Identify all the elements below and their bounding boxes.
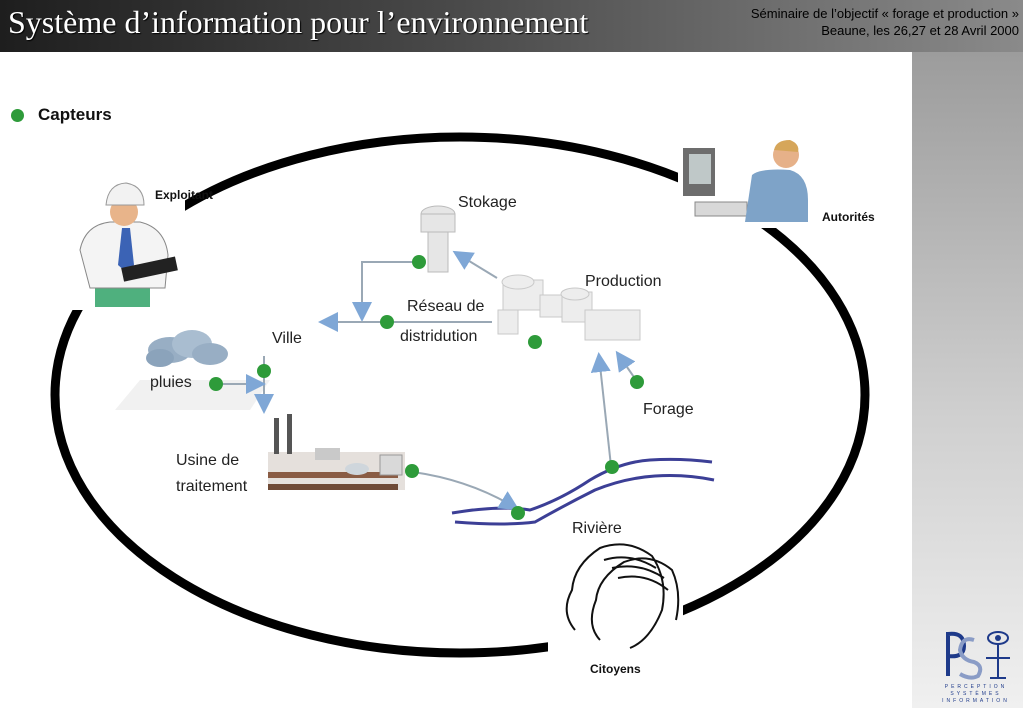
- sensor-pluies: [209, 377, 223, 391]
- citoyens-figure: [565, 543, 680, 649]
- storage-tower: [420, 205, 456, 273]
- ville-label: Ville: [272, 330, 302, 347]
- logo-word-2: SYSTÈMES: [950, 691, 1002, 697]
- stokage-label: Stokage: [458, 194, 517, 211]
- sensor-points: [209, 255, 644, 520]
- rain-cloud: [115, 330, 270, 410]
- title-bar: Système d’information pour l’environneme…: [0, 0, 1023, 52]
- psi-logo-mark: [946, 631, 1010, 680]
- exploitant-label: Exploitant: [155, 188, 214, 202]
- right-gradient-panel: [912, 52, 1023, 708]
- sensor-legend-dot: [11, 109, 24, 122]
- sensor-stokage: [412, 255, 426, 269]
- sensor-usine: [405, 464, 419, 478]
- river: [451, 457, 715, 526]
- riviere-label: Rivière: [572, 520, 622, 537]
- subtitle-line-2: Beaune, les 26,27 et 28 Avril 2000: [821, 23, 1019, 38]
- sensor-riviere-1: [511, 506, 525, 520]
- citoyens-label: Citoyens: [590, 662, 641, 676]
- slide-subtitle: Séminaire de l’objectif « forage et prod…: [751, 5, 1019, 39]
- sensor-forage: [630, 375, 644, 389]
- sensor-production: [528, 335, 542, 349]
- logo-word-3: INFORMATION: [942, 698, 1010, 704]
- cycle-ellipse: [50, 132, 870, 658]
- usine-label-line-1: Usine de: [176, 452, 240, 469]
- reseau-label-line-1: Réseau de: [407, 298, 485, 315]
- treatment-factory: [268, 414, 405, 490]
- sensor-riviere-2: [605, 460, 619, 474]
- sensor-ville: [257, 364, 271, 378]
- autorites-label: Autorités: [822, 210, 875, 224]
- production-plant: [497, 274, 641, 341]
- forage-label: Forage: [643, 401, 694, 418]
- subtitle-line-1: Séminaire de l’objectif « forage et prod…: [750, 6, 1019, 21]
- psi-logo: PERCEPTION SYSTÈMES INFORMATION: [930, 626, 1022, 708]
- logo-word-1: PERCEPTION: [944, 684, 1008, 690]
- pluies-label: pluies: [150, 374, 192, 391]
- slide-title: Système d’information pour l’environneme…: [8, 4, 589, 40]
- usine-label-line-2: traitement: [176, 478, 248, 495]
- exploitant-figure: [79, 182, 178, 307]
- reseau-label-line-2: distridution: [400, 328, 478, 345]
- sensor-reseau: [380, 315, 394, 329]
- production-label: Production: [585, 273, 662, 290]
- sensor-legend-label: Capteurs: [38, 105, 112, 124]
- autorites-figure: [683, 140, 808, 222]
